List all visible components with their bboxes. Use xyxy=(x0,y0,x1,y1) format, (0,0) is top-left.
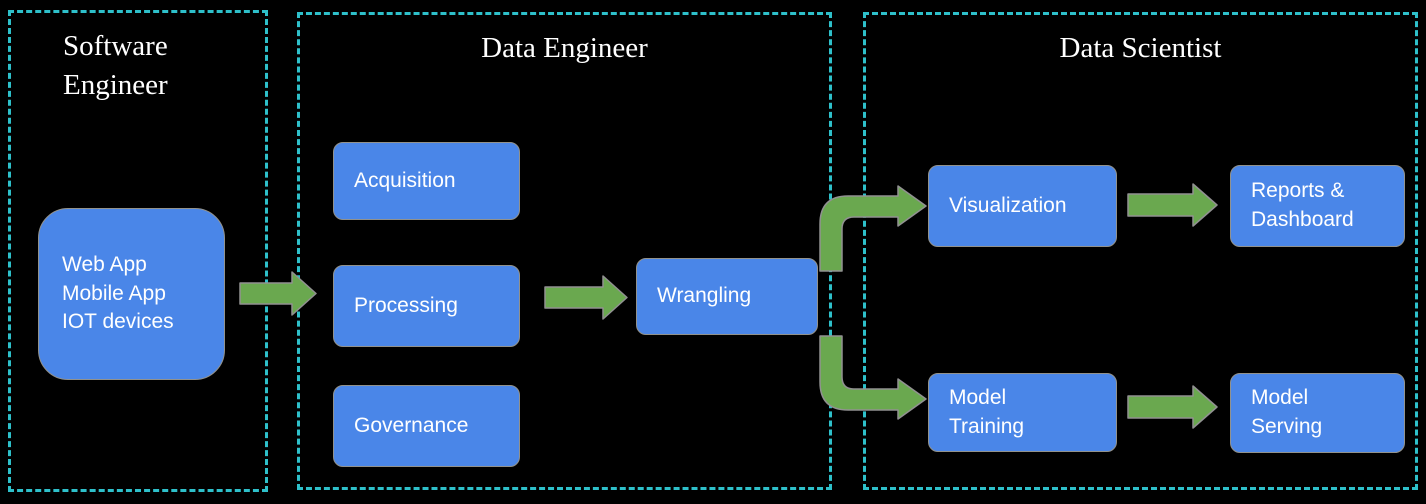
node-reports-dashboard: Reports & Dashboard xyxy=(1230,165,1405,247)
section-title-data-engineer: Data Engineer xyxy=(481,32,648,64)
node-model-serving: Model Serving xyxy=(1230,373,1405,453)
section-title-data-scientist: Data Scientist xyxy=(1059,32,1222,64)
section-software-engineer: Software Engineer xyxy=(8,10,268,492)
node-wrangling: Wrangling xyxy=(636,258,818,335)
node-data-sources: Web App Mobile App IOT devices xyxy=(38,208,225,380)
node-visualization: Visualization xyxy=(928,165,1117,247)
node-model-training: Model Training xyxy=(928,373,1117,452)
node-processing: Processing xyxy=(333,265,520,347)
node-acquisition: Acquisition xyxy=(333,142,520,220)
node-governance: Governance xyxy=(333,385,520,467)
section-title-software-engineer: Software Engineer xyxy=(63,30,168,102)
